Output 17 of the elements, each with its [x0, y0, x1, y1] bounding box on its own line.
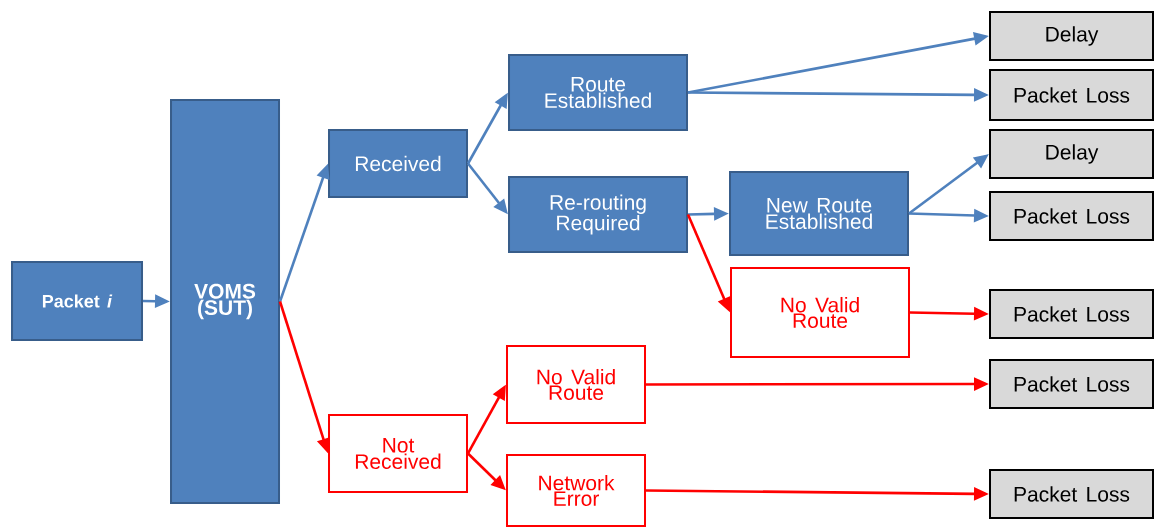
process-box: Received — [328, 129, 468, 198]
result-box: Delay — [989, 11, 1154, 61]
process-box: Packet i — [11, 261, 143, 341]
result-box: Delay — [989, 129, 1154, 179]
process-box: Route Established — [508, 54, 688, 131]
result-box: Packet Loss — [989, 191, 1154, 241]
result-box: Packet Loss — [989, 289, 1154, 339]
outcome-box: Not Received — [328, 414, 468, 493]
result-box: Packet Loss — [989, 469, 1154, 519]
outcome-box: No Valid Route — [730, 267, 910, 358]
process-box: New Route Established — [729, 171, 909, 256]
result-box: Packet Loss — [989, 359, 1154, 409]
process-box: VOMS (SUT) — [170, 99, 280, 504]
process-box: Re-routing Required — [508, 176, 688, 253]
outcome-box: No Valid Route — [506, 345, 646, 424]
result-box: Packet Loss — [989, 69, 1154, 121]
outcome-box: Network Error — [506, 454, 646, 527]
